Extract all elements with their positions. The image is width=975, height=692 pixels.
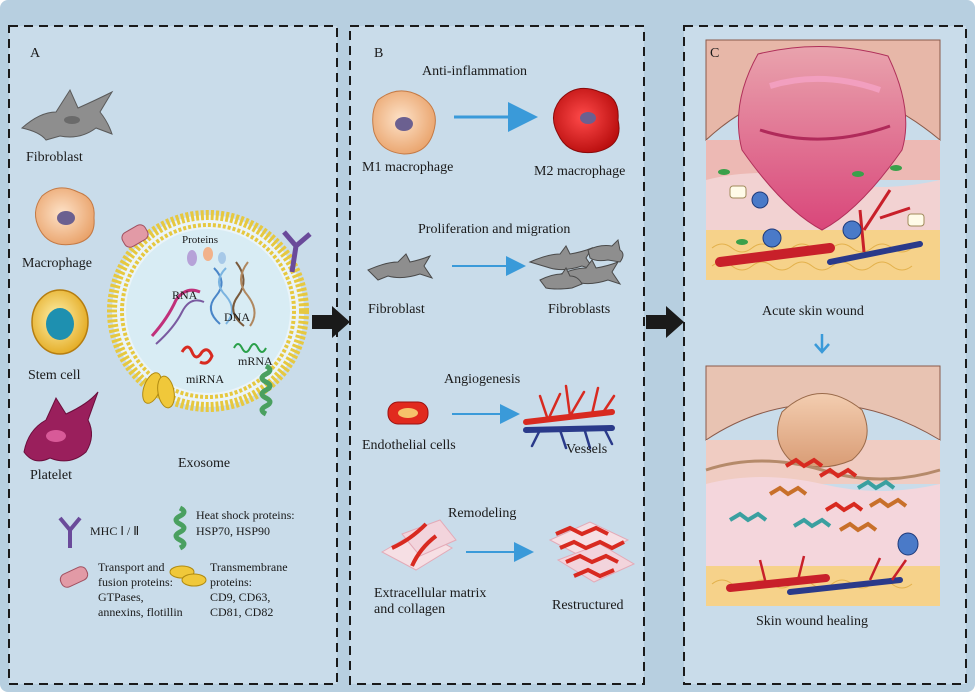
- tm-legend-line2: proteins:: [210, 575, 252, 589]
- transport-legend-line2: fusion proteins:: [98, 575, 173, 589]
- dna-label: DNA: [224, 310, 250, 324]
- transmembrane-legend-icon: [169, 565, 207, 587]
- anti-inflammation-title: Anti-inflammation: [422, 64, 527, 79]
- vessels-icon: [523, 384, 616, 450]
- remodeling-title: Remodeling: [448, 506, 517, 521]
- tm-legend-line3: CD9, CD63,: [210, 590, 271, 604]
- platelet-label: Platelet: [30, 468, 72, 483]
- rna-label: RNA: [172, 288, 198, 302]
- fibroblast-b-label: Fibroblast: [368, 302, 425, 317]
- m1-macrophage-label: M1 macrophage: [362, 160, 454, 175]
- fibroblasts-cluster-icon: [528, 238, 624, 290]
- fibroblast-single-icon: [367, 253, 434, 281]
- fibroblast-label: Fibroblast: [26, 150, 83, 165]
- arrow-b-to-c: [646, 306, 684, 338]
- mirna-label: miRNA: [186, 372, 225, 386]
- arrow-healing: [814, 334, 830, 354]
- transport-legend-line4: annexins, flotillin: [98, 605, 183, 619]
- mhc-legend-icon: [58, 516, 82, 548]
- panel-c-letter: C: [710, 46, 720, 61]
- mrna-label: mRNA: [238, 354, 273, 368]
- vessels-label: Vessels: [566, 442, 608, 457]
- restructured-icon: [548, 521, 636, 583]
- tm-legend-line4: CD81, CD82: [210, 605, 274, 619]
- fibroblast-cell-icon: [20, 88, 114, 141]
- macrophage-label: Macrophage: [22, 256, 92, 271]
- acute-skin-wound-label: Acute skin wound: [762, 304, 864, 319]
- restructured-label: Restructured: [552, 598, 624, 613]
- hsp-legend-line2: HSP70, HSP90: [196, 524, 271, 538]
- transport-legend-line3: GTPases,: [98, 590, 144, 604]
- transport-legend-line1: Transport and: [98, 560, 165, 574]
- proliferation-title: Proliferation and migration: [418, 222, 571, 237]
- ecm-label-line2: and collagen: [374, 602, 446, 617]
- tm-legend-line1: Transmembrane: [210, 560, 288, 574]
- ecm-label-line1: Extracellular matrix: [374, 586, 487, 601]
- exosome-diagram: [107, 210, 312, 417]
- panel-b-letter: B: [374, 46, 384, 61]
- platelet-cell-icon: [23, 391, 99, 462]
- arrow-a-to-b: [312, 306, 350, 338]
- m2-macrophage-label: M2 macrophage: [534, 164, 626, 179]
- proteins-label: Proteins: [182, 234, 219, 246]
- stem-cell-label: Stem cell: [28, 368, 81, 383]
- mhc-legend-label: MHC Ⅰ / Ⅱ: [90, 524, 140, 538]
- acute-wound-illustration: [705, 39, 941, 280]
- exosome-title: Exosome: [178, 456, 231, 471]
- skin-wound-healing-label: Skin wound healing: [756, 614, 868, 629]
- hsp-legend-icon: [173, 505, 187, 551]
- panel-a-letter: A: [30, 46, 41, 61]
- ecm-collagen-icon: [380, 519, 457, 571]
- hsp-legend-line1: Heat shock proteins:: [196, 508, 295, 522]
- endothelial-cells-label: Endothelial cells: [362, 438, 456, 453]
- transport-legend-icon: [59, 566, 89, 588]
- angiogenesis-title: Angiogenesis: [444, 372, 521, 387]
- healing-wound-illustration: [705, 365, 941, 606]
- fibroblasts-label: Fibroblasts: [548, 302, 611, 317]
